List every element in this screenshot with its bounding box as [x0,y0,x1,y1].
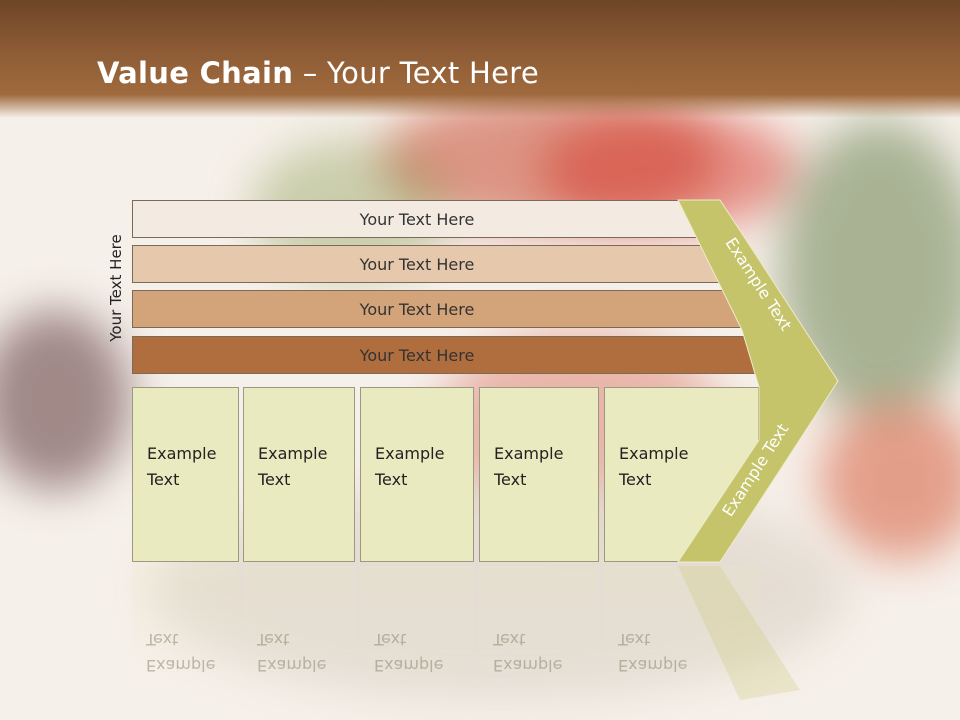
activity-box-label: Example Text [147,444,217,489]
title-rest: – Your Text Here [293,56,539,90]
value-bar-label: Your Text Here [359,210,475,229]
activity-box-label: Example Text [258,444,328,489]
activity-box-3: Example Text [360,387,474,562]
slide-title: Value Chain – Your Text Here [97,56,539,90]
activity-box-label: Example Text [494,444,564,489]
value-bar-label: Your Text Here [359,255,475,274]
activity-box-1: Example Text [132,387,239,562]
title-bold: Value Chain [97,56,294,90]
activity-box-reflection: Example Text [604,566,759,686]
chevron-reflection [678,566,800,700]
value-bar-4: Your Text Here [132,336,784,374]
activity-box-label: Example Text [375,444,445,489]
activity-box-reflection: Example Text [360,566,474,686]
activity-box-4: Example Text [479,387,599,562]
activity-box-reflection: Example Text [243,566,355,686]
chevron-shape [677,199,839,563]
activity-box-2: Example Text [243,387,355,562]
value-bar-1: Your Text Here [132,200,714,238]
value-bar-3: Your Text Here [132,290,761,328]
value-bar-2: Your Text Here [132,245,739,283]
activity-box-reflection: Example Text [479,566,599,686]
header-band [0,0,960,118]
activity-box-label: Example Text [619,444,689,489]
activity-box-reflection: Example Text [132,566,239,686]
value-bar-label: Your Text Here [359,300,475,319]
value-bar-label: Your Text Here [359,346,475,365]
